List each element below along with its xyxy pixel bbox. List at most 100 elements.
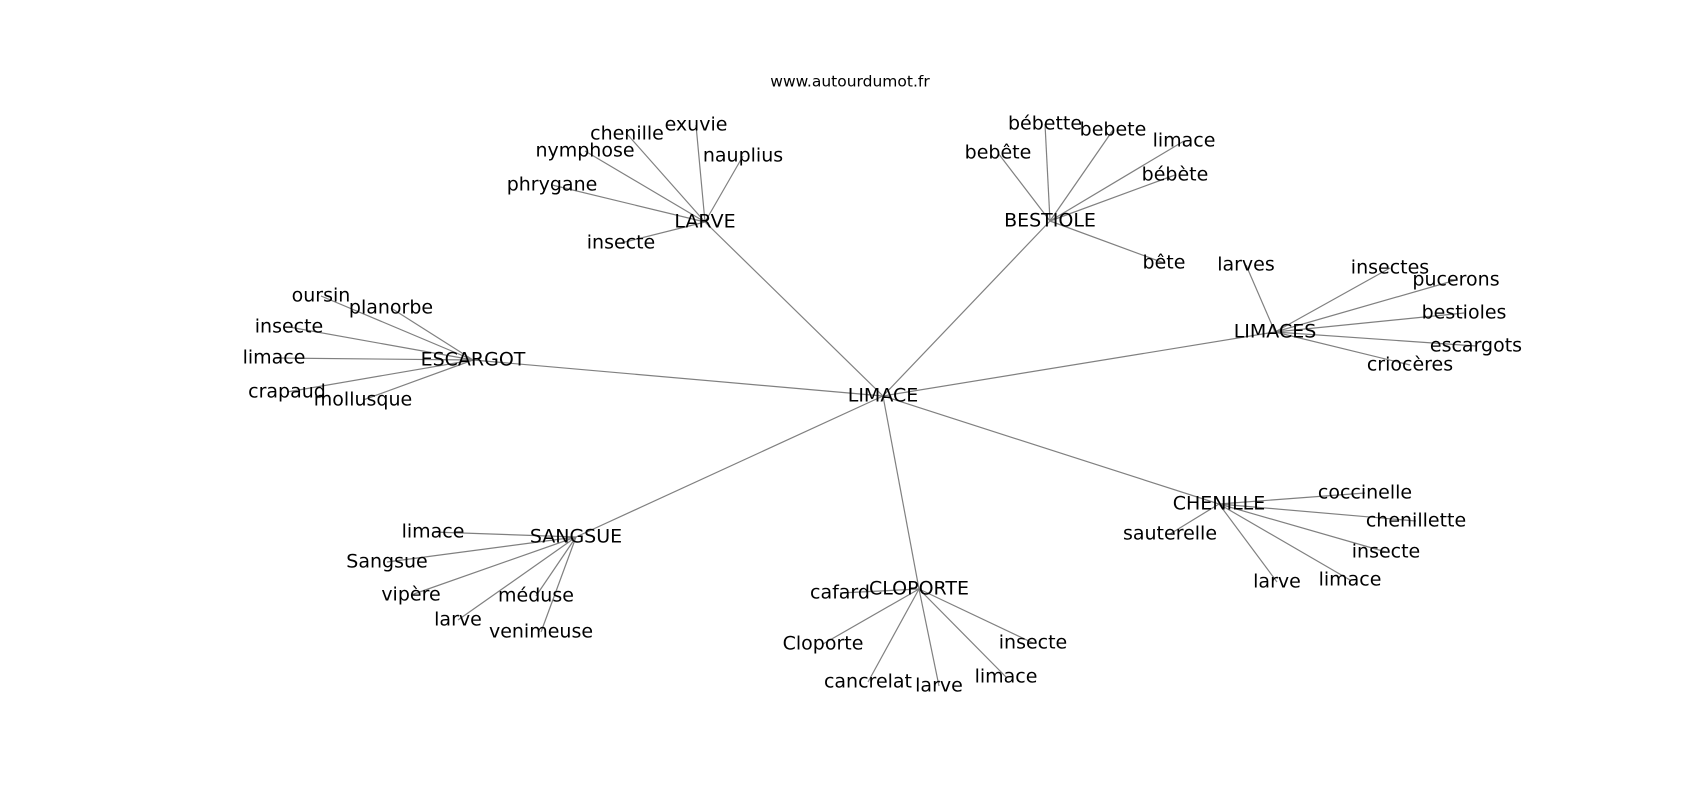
- leaf-node-label: méduse: [498, 585, 574, 607]
- edge-root-to-hub: [882, 220, 1051, 397]
- edge-hub-to-leaf: [1274, 279, 1457, 333]
- edge-hub-to-leaf: [620, 221, 706, 244]
- leaf-node-label: larve: [434, 609, 482, 631]
- edge-hub-to-leaf: [288, 326, 474, 361]
- edge-hub-to-leaf: [1049, 129, 1114, 222]
- edge-hub-to-leaf: [457, 536, 577, 621]
- leaf-node-label: insecte: [587, 232, 656, 254]
- edge-hub-to-leaf: [390, 307, 474, 361]
- leaf-node-label: limace: [975, 666, 1038, 688]
- edge-root-to-hub: [704, 221, 884, 397]
- edge-hub-to-leaf: [918, 588, 1034, 644]
- leaf-node-label: oursin: [292, 285, 351, 307]
- edge-hub-to-leaf: [386, 536, 577, 563]
- edge-root-to-hub: [472, 359, 884, 397]
- edge-hub-to-leaf: [997, 152, 1051, 222]
- root-node-label: LIMACE: [848, 385, 919, 407]
- edge-hub-to-leaf: [1274, 331, 1477, 347]
- leaf-node-label: phrygane: [507, 174, 598, 196]
- edge-hub-to-leaf: [1049, 220, 1165, 264]
- leaf-node-label: chenillette: [1366, 510, 1466, 532]
- edge-root-to-hub: [882, 395, 1220, 505]
- leaf-node-label: limace: [1319, 569, 1382, 591]
- leaf-node-label: sauterelle: [1123, 523, 1217, 545]
- edge-hub-to-leaf: [432, 531, 577, 538]
- leaf-node-label: larve: [1253, 571, 1301, 593]
- graph-edges: [273, 123, 1477, 687]
- edge-hub-to-leaf: [822, 588, 920, 645]
- edge-hub-to-leaf: [1274, 267, 1391, 333]
- edge-hub-to-leaf: [535, 536, 577, 597]
- leaf-node-label: planorbe: [349, 297, 433, 319]
- hub-node-label: LARVE: [674, 211, 735, 233]
- leaf-node-label: Cloporte: [783, 633, 864, 655]
- leaf-node-label: cancrelat: [824, 671, 912, 693]
- leaf-node-label: vipère: [381, 584, 440, 606]
- edge-hub-to-leaf: [1218, 503, 1417, 522]
- leaf-node-label: bébète: [1142, 164, 1209, 186]
- graph-labels: LIMACELARVEinsectephryganenymphosechenil…: [243, 113, 1523, 697]
- leaf-node-label: Sangsue: [346, 551, 427, 573]
- edge-hub-to-leaf: [1049, 174, 1176, 222]
- edge-hub-to-leaf: [695, 124, 706, 223]
- leaf-node-label: chenille: [590, 123, 664, 145]
- leaf-node-label: crapaud: [248, 381, 326, 403]
- leaf-node-label: cafard: [810, 582, 870, 604]
- leaf-node-label: escargots: [1430, 335, 1522, 357]
- edge-hub-to-leaf: [584, 150, 706, 223]
- edge-hub-to-leaf: [320, 295, 474, 361]
- edge-root-to-hub: [882, 395, 920, 590]
- edge-hub-to-leaf: [1218, 503, 1351, 581]
- hub-node-label: ESCARGOT: [421, 349, 526, 371]
- leaf-node-label: pucerons: [1412, 269, 1499, 291]
- leaf-node-label: larves: [1217, 254, 1275, 276]
- edge-hub-to-leaf: [867, 588, 920, 683]
- edge-hub-to-leaf: [362, 359, 474, 401]
- leaf-node-label: bébette: [1008, 113, 1082, 135]
- edge-hub-to-leaf: [551, 184, 706, 223]
- leaf-node-label: insectes: [1351, 257, 1429, 279]
- leaf-node-label: exuvie: [665, 114, 728, 136]
- leaf-node-label: nauplius: [703, 145, 783, 167]
- edge-hub-to-leaf: [273, 357, 474, 361]
- leaf-node-label: bestioles: [1422, 302, 1507, 324]
- edge-hub-to-leaf: [1245, 264, 1276, 333]
- leaf-node-label: limace: [402, 521, 465, 543]
- edge-hub-to-leaf: [626, 133, 706, 223]
- hub-node-label: CHENILLE: [1173, 493, 1266, 515]
- edge-hub-to-leaf: [839, 588, 920, 594]
- leaf-node-label: limace: [1153, 130, 1216, 152]
- edge-hub-to-leaf: [1169, 503, 1220, 535]
- leaf-node-label: insecte: [1352, 541, 1421, 563]
- edge-hub-to-leaf: [410, 536, 577, 596]
- leaf-node-label: insecte: [999, 632, 1068, 654]
- leaf-node-label: venimeuse: [489, 621, 593, 643]
- edge-hub-to-leaf: [1049, 140, 1185, 222]
- leaf-node-label: coccinelle: [1318, 482, 1412, 504]
- edge-hub-to-leaf: [286, 359, 474, 393]
- hub-node-label: BESTIOLE: [1004, 210, 1096, 232]
- edge-hub-to-leaf: [1218, 503, 1387, 553]
- leaf-node-label: larve: [915, 675, 963, 697]
- edge-hub-to-leaf: [918, 588, 1007, 678]
- hub-node-label: SANGSUE: [530, 526, 622, 548]
- leaf-node-label: mollusque: [314, 389, 412, 411]
- leaf-node-label: bête: [1143, 252, 1186, 274]
- hub-node-label: LIMACES: [1234, 321, 1317, 343]
- site-watermark: www.autourdumot.fr: [770, 73, 930, 91]
- edge-root-to-hub: [882, 331, 1276, 397]
- leaf-node-label: criocères: [1367, 354, 1453, 376]
- edge-hub-to-leaf: [1274, 312, 1465, 333]
- edge-hub-to-leaf: [1218, 503, 1278, 583]
- edge-root-to-hub: [575, 395, 884, 538]
- edge-hub-to-leaf: [1218, 492, 1366, 505]
- edge-hub-to-leaf: [704, 155, 744, 223]
- edge-hub-to-leaf: [918, 588, 940, 687]
- leaf-node-label: limace: [243, 347, 306, 369]
- leaf-node-label: bebête: [965, 142, 1032, 164]
- leaf-node-label: insecte: [255, 316, 324, 338]
- hub-node-label: CLOPORTE: [869, 578, 969, 600]
- edge-hub-to-leaf: [1274, 331, 1411, 366]
- edge-hub-to-leaf: [540, 536, 577, 633]
